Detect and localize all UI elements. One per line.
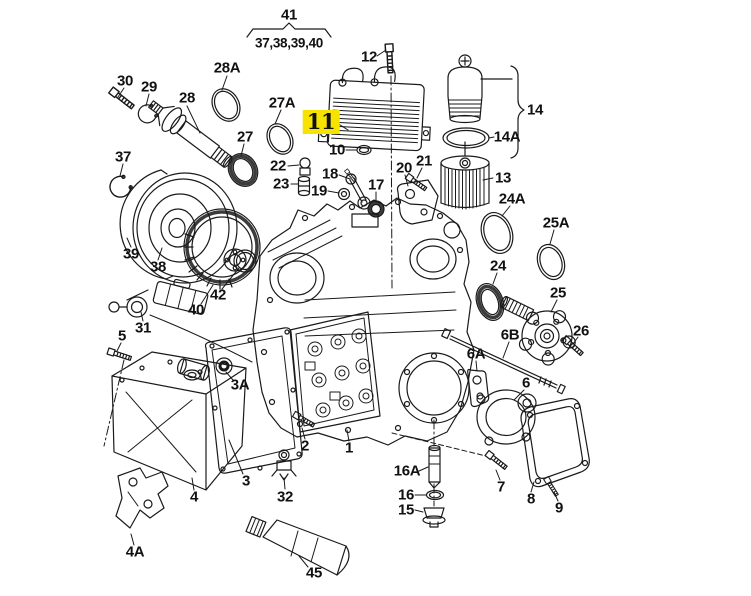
callout-28A[interactable]: 28A <box>213 59 241 77</box>
callout-10[interactable]: 10 <box>328 141 346 159</box>
selector-linkage-drawing <box>337 168 385 218</box>
callout-20[interactable]: 20 <box>395 159 413 177</box>
callout-5[interactable]: 5 <box>117 327 127 345</box>
callout-28[interactable]: 28 <box>178 89 196 107</box>
output-flange-drawing <box>441 212 585 395</box>
breather-drawing <box>297 157 311 197</box>
end-cover-drawing <box>484 398 590 498</box>
callout-29[interactable]: 29 <box>140 78 158 96</box>
oil-pan-drawing <box>111 351 247 491</box>
callout-2[interactable]: 2 <box>300 437 310 455</box>
callout-31[interactable]: 31 <box>134 319 152 337</box>
callout-17[interactable]: 17 <box>367 176 385 194</box>
input-shaft-drawing <box>108 86 294 187</box>
callout-25[interactable]: 25 <box>549 284 567 302</box>
callout-19[interactable]: 19 <box>310 182 328 200</box>
callout-26[interactable]: 26 <box>572 322 590 340</box>
callout-37-38-39-40[interactable]: 37,38,39,40 <box>254 35 324 51</box>
callout-27[interactable]: 27 <box>236 128 254 146</box>
mount-bracket-drawing <box>396 172 439 225</box>
sensor-drawing <box>106 278 253 363</box>
pressure-valve-drawing <box>271 449 297 481</box>
leader-lines <box>116 49 579 568</box>
callout-3A[interactable]: 3A <box>230 376 250 394</box>
callout-3[interactable]: 3 <box>241 472 251 490</box>
callout-6A[interactable]: 6A <box>466 345 486 363</box>
callout-4A[interactable]: 4A <box>125 543 145 561</box>
callout-18[interactable]: 18 <box>321 165 339 183</box>
callout-15[interactable]: 15 <box>397 501 415 519</box>
callout-24A[interactable]: 24A <box>498 190 526 208</box>
callout-6B[interactable]: 6B <box>500 326 520 344</box>
group-brace <box>246 22 332 38</box>
callout-12[interactable]: 12 <box>360 48 378 66</box>
callout-25A[interactable]: 25A <box>542 214 570 232</box>
callout-4[interactable]: 4 <box>189 488 199 506</box>
callout-38[interactable]: 38 <box>149 258 167 276</box>
pump-drawing <box>467 368 537 446</box>
pan-gasket-drawing <box>204 327 303 474</box>
transmission-case-drawing <box>252 197 475 446</box>
callout-45[interactable]: 45 <box>305 564 323 582</box>
callout-39[interactable]: 39 <box>122 245 140 263</box>
callout-30[interactable]: 30 <box>116 72 134 90</box>
callout-13[interactable]: 13 <box>494 169 512 187</box>
callout-27A[interactable]: 27A <box>268 94 296 112</box>
callout-32[interactable]: 32 <box>276 488 294 506</box>
callout-8[interactable]: 8 <box>526 490 536 508</box>
callout-6[interactable]: 6 <box>521 374 531 392</box>
callout-23[interactable]: 23 <box>272 175 290 193</box>
assembly-axes <box>103 75 487 507</box>
callout-24[interactable]: 24 <box>489 257 507 275</box>
callout-9[interactable]: 9 <box>554 499 564 517</box>
clutch-drum-drawing <box>105 169 261 290</box>
callout-37[interactable]: 37 <box>114 148 132 166</box>
callout-42[interactable]: 42 <box>209 286 227 304</box>
callout-21[interactable]: 21 <box>415 152 433 170</box>
callout-16A[interactable]: 16A <box>393 462 421 480</box>
pan-bracket-drawing <box>115 467 169 529</box>
callout-16[interactable]: 16 <box>397 486 415 504</box>
callout-22[interactable]: 22 <box>269 157 287 175</box>
sealant-tube-drawing <box>245 515 350 576</box>
callout-41[interactable]: 41 <box>280 6 298 24</box>
callout-40[interactable]: 40 <box>187 301 205 319</box>
callout-14A[interactable]: 14A <box>493 128 521 146</box>
callout-7[interactable]: 7 <box>496 478 506 496</box>
callout-11[interactable]: 11 <box>302 110 340 134</box>
callout-1[interactable]: 1 <box>344 439 354 457</box>
callout-14[interactable]: 14 <box>526 101 544 119</box>
